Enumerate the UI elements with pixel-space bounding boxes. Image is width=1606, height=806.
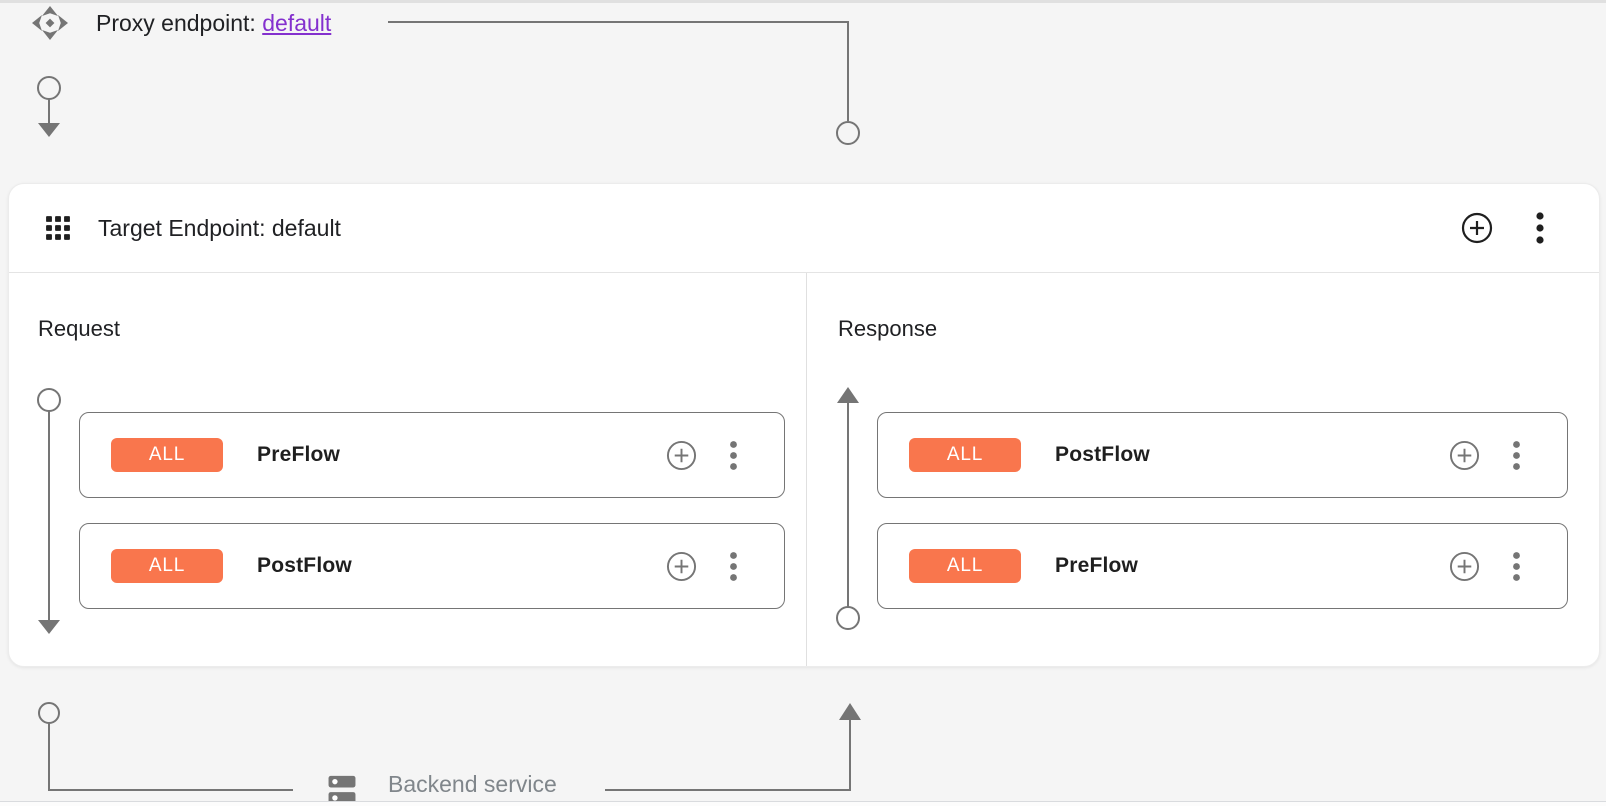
flow-card-request-preflow[interactable]: ALL PreFlow <box>79 412 785 498</box>
add-circle-icon <box>666 440 697 470</box>
bottom-border <box>0 801 1606 806</box>
kebab-menu-icon <box>1513 551 1520 581</box>
kebab-menu-icon <box>1536 212 1544 244</box>
flow-card-request-postflow[interactable]: ALL PostFlow <box>79 523 785 609</box>
kebab-menu-icon <box>730 551 737 581</box>
target-endpoint-menu-button[interactable] <box>1531 207 1549 249</box>
add-circle-icon <box>1461 212 1493 244</box>
flow-card-response-postflow[interactable]: ALL PostFlow <box>877 412 1568 498</box>
condition-badge: ALL <box>909 549 1021 583</box>
target-endpoint-title: Target Endpoint: default <box>98 214 341 241</box>
proxy-endpoint-icon <box>32 6 68 40</box>
add-policy-button[interactable] <box>1447 438 1482 473</box>
flow-menu-button[interactable] <box>727 549 740 584</box>
connector-proxy-to-target <box>388 21 860 145</box>
backend-service-label: Backend service <box>388 771 557 797</box>
proxy-exit-rail <box>37 76 61 137</box>
kebab-menu-icon <box>1513 440 1520 470</box>
flow-name: PreFlow <box>1055 554 1139 577</box>
add-circle-icon <box>666 551 697 581</box>
proxy-endpoint-label: Proxy endpoint: default <box>96 10 331 37</box>
flow-card-response-preflow[interactable]: ALL PreFlow <box>877 523 1568 609</box>
flow-name: PostFlow <box>1055 443 1150 466</box>
flow-menu-button[interactable] <box>727 438 740 473</box>
add-policy-button[interactable] <box>664 438 699 473</box>
proxy-endpoint-link[interactable]: default <box>262 10 332 36</box>
connector-backend-service <box>38 702 861 791</box>
flow-menu-button[interactable] <box>1510 549 1523 584</box>
backend-service-icon <box>328 775 356 804</box>
add-flow-button[interactable] <box>1456 207 1498 249</box>
kebab-menu-icon <box>730 440 737 470</box>
add-policy-button[interactable] <box>1447 549 1482 584</box>
response-panel-title: Response <box>838 316 938 341</box>
condition-badge: ALL <box>909 438 1021 472</box>
top-border <box>0 0 1606 3</box>
flow-name: PreFlow <box>257 443 341 466</box>
grid-apps-icon <box>46 216 70 240</box>
add-circle-icon <box>1449 440 1480 470</box>
request-response-divider <box>806 273 807 666</box>
add-policy-button[interactable] <box>664 549 699 584</box>
flow-menu-button[interactable] <box>1510 438 1523 473</box>
proxy-endpoint-label-text: Proxy endpoint: <box>96 10 263 36</box>
condition-badge: ALL <box>111 438 223 472</box>
target-endpoint-header: Target Endpoint: default <box>9 184 1599 273</box>
flow-name: PostFlow <box>257 554 352 577</box>
request-panel-title: Request <box>38 316 120 341</box>
add-circle-icon <box>1449 551 1480 581</box>
condition-badge: ALL <box>111 549 223 583</box>
